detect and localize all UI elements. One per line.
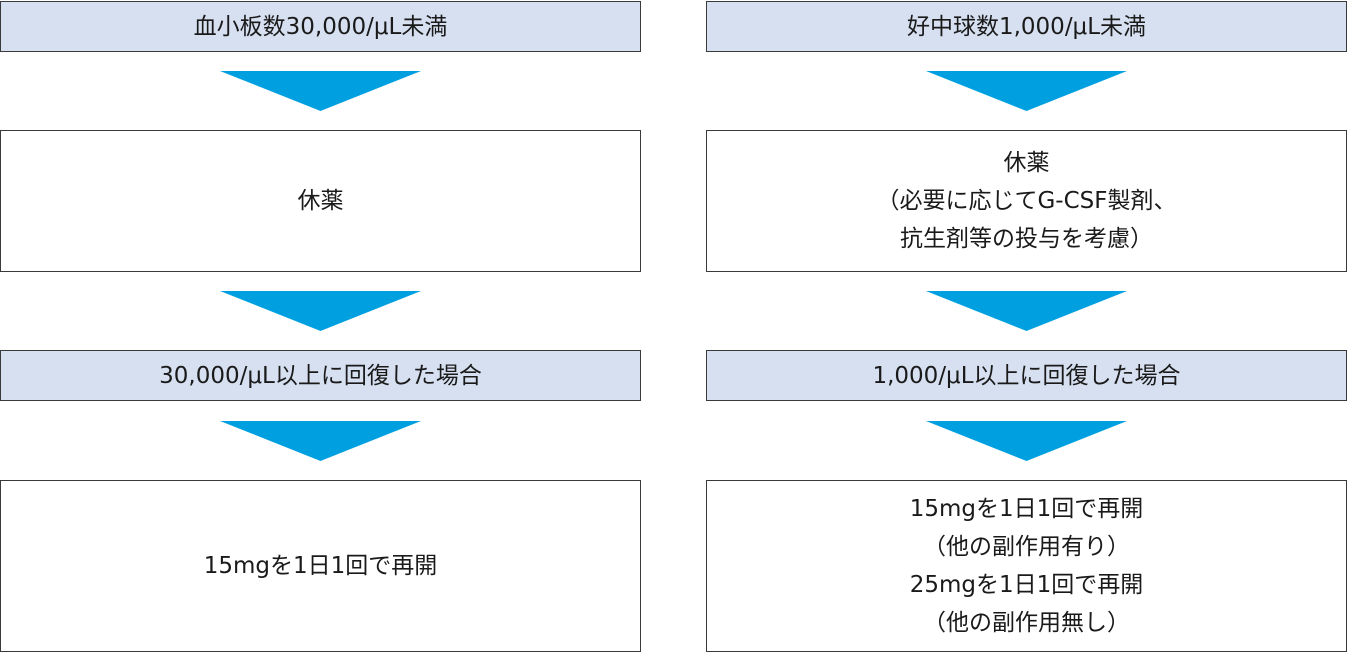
right-action-line: 休薬 (1003, 150, 1050, 176)
right-resume-line: （他の副作用有り） (923, 534, 1130, 560)
left-resume-line: 15mgを1日1回で再開 (203, 553, 438, 579)
right-resume-box: 15mgを1日1回で再開 （他の副作用有り） 25mgを1日1回で再開 （他の副… (706, 480, 1347, 652)
right-resume-line: 15mgを1日1回で再開 (909, 496, 1144, 522)
right-recovery-text: 1,000/μL以上に回復した場合 (872, 362, 1181, 389)
right-recovery-box: 1,000/μL以上に回復した場合 (706, 350, 1347, 401)
right-resume-line: （他の副作用無し） (923, 610, 1130, 636)
left-action-box: 休薬 (0, 130, 641, 272)
right-resume-line: 25mgを1日1回で再開 (909, 572, 1144, 598)
right-condition-box: 好中球数1,000/μL未満 (706, 1, 1347, 52)
left-condition-text: 血小板数30,000/μL未満 (193, 13, 448, 40)
down-arrow-icon (220, 71, 421, 111)
right-action-line: （必要に応じてG-CSF製剤、 (876, 188, 1177, 214)
down-arrow-icon (926, 421, 1127, 461)
down-arrow-icon (220, 421, 421, 461)
left-recovery-box: 30,000/μL以上に回復した場合 (0, 350, 641, 401)
down-arrow-icon (926, 71, 1127, 111)
left-recovery-text: 30,000/μL以上に回復した場合 (159, 362, 482, 389)
right-action-box: 休薬 （必要に応じてG-CSF製剤、 抗生剤等の投与を考慮） (706, 130, 1347, 272)
down-arrow-icon (220, 291, 421, 331)
left-action-line: 休薬 (297, 188, 344, 214)
right-condition-text: 好中球数1,000/μL未満 (906, 13, 1147, 40)
left-resume-box: 15mgを1日1回で再開 (0, 480, 641, 652)
down-arrow-icon (926, 291, 1127, 331)
left-condition-box: 血小板数30,000/μL未満 (0, 1, 641, 52)
right-action-line: 抗生剤等の投与を考慮） (900, 226, 1153, 252)
